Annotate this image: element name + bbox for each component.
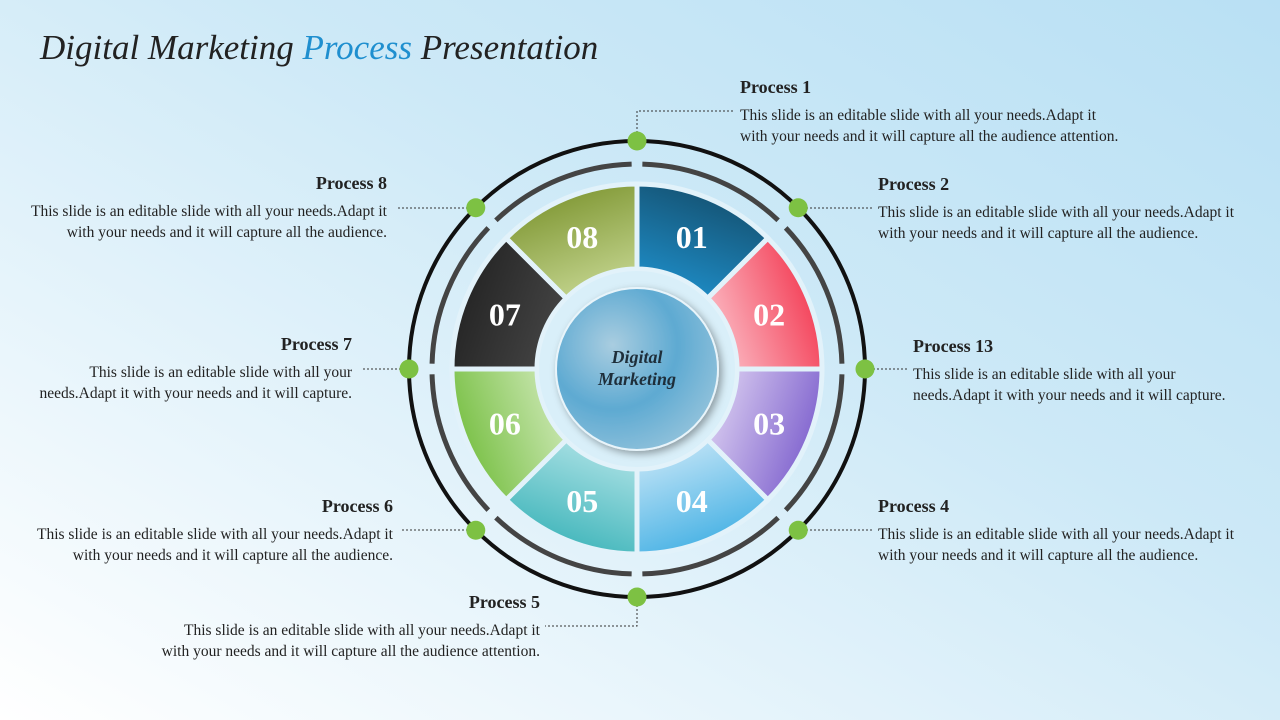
process-2: Process 2 This slide is an editable slide…	[878, 174, 1234, 244]
process-4: Process 4 This slide is an editable slide…	[878, 496, 1234, 566]
process-13-desc-2: needs.Adapt it with your needs and it wi…	[913, 387, 1226, 404]
inner-ring-arc	[429, 374, 491, 512]
inner-ring-arc	[494, 515, 632, 577]
process-4-title: Process 4	[878, 496, 950, 516]
process-6-title: Process 6	[321, 496, 393, 516]
process-8: Process 8 This slide is an editable slide…	[31, 173, 387, 243]
process-6-desc-1: This slide is an editable slide with all…	[36, 526, 393, 543]
segment-label-06: 06	[489, 406, 521, 442]
process-1-title: Process 1	[740, 77, 812, 97]
connector-dot	[466, 198, 486, 218]
process-2-desc-1: This slide is an editable slide with all…	[878, 204, 1235, 221]
inner-ring-arc	[429, 226, 491, 364]
connector-lines	[362, 110, 908, 627]
process-6-desc-2: with your needs and it will capture all …	[72, 547, 393, 564]
process-7-desc-1: This slide is an editable slide with all…	[89, 364, 352, 381]
segment-label-03: 03	[753, 406, 785, 442]
process-2-title: Process 2	[878, 174, 950, 194]
connector-dot	[627, 587, 647, 607]
process-4-desc-2: with your needs and it will capture all …	[878, 547, 1199, 564]
inner-ring-arc	[783, 226, 845, 364]
inner-ring-arc	[783, 374, 845, 512]
center-label-line2: Marketing	[597, 369, 676, 389]
slide-title: Digital Marketing Process Presentation	[40, 28, 598, 68]
connector-process-1	[636, 110, 735, 141]
process-7-title: Process 7	[280, 334, 352, 354]
center-circle	[555, 287, 719, 451]
inner-ring-arc	[642, 515, 780, 577]
process-5: Process 5 This slide is an editable slide…	[162, 592, 540, 662]
process-1-desc-2: with your needs and it will capture all …	[740, 128, 1119, 145]
process-7: Process 7 This slide is an editable slide…	[39, 334, 352, 404]
process-6: Process 6 This slide is an editable slide…	[37, 496, 393, 566]
segment-label-07: 07	[489, 296, 521, 332]
process-8-title: Process 8	[315, 173, 387, 193]
connector-dot	[627, 131, 647, 151]
process-1: Process 1 This slide is an editable slide…	[740, 77, 1118, 147]
connector-process-5	[545, 597, 638, 627]
segment-label-02: 02	[753, 296, 785, 332]
process-5-title: Process 5	[468, 592, 540, 612]
title-accent: Process	[302, 28, 412, 67]
segment-label-04: 04	[676, 483, 708, 519]
title-text-end: Presentation	[411, 28, 599, 67]
connector-dot	[399, 359, 419, 379]
process-5-desc-2: with your needs and it will capture all …	[161, 643, 540, 660]
process-13: Process 13 This slide is an editable slid…	[913, 336, 1226, 406]
connector-dot	[788, 520, 808, 540]
segment-08	[502, 181, 640, 302]
connector-dot	[788, 198, 808, 218]
inner-ring	[429, 161, 845, 577]
segment-label-05: 05	[566, 483, 598, 519]
process-1-desc-1: This slide is an editable slide with all…	[740, 107, 1097, 124]
process-7-desc-2: needs.Adapt it with your needs and it wi…	[39, 385, 352, 402]
inner-ring-arc	[642, 161, 780, 223]
process-2-desc-2: with your needs and it will capture all …	[878, 225, 1199, 242]
process-8-desc-2: with your needs and it will capture all …	[66, 224, 387, 241]
segment-label-01: 01	[676, 219, 708, 255]
segment-label-08: 08	[566, 219, 598, 255]
center-label-line1: Digital	[610, 347, 662, 367]
connector-dot	[855, 359, 875, 379]
process-13-title: Process 13	[913, 336, 994, 356]
title-text: Digital Marketing	[40, 28, 303, 67]
inner-ring-arc	[494, 161, 632, 223]
process-4-desc-1: This slide is an editable slide with all…	[878, 526, 1235, 543]
connector-dot	[466, 520, 486, 540]
process-5-desc-1: This slide is an editable slide with all…	[183, 622, 540, 639]
process-8-desc-1: This slide is an editable slide with all…	[30, 203, 387, 220]
process-13-desc-1: This slide is an editable slide with all…	[913, 366, 1176, 383]
